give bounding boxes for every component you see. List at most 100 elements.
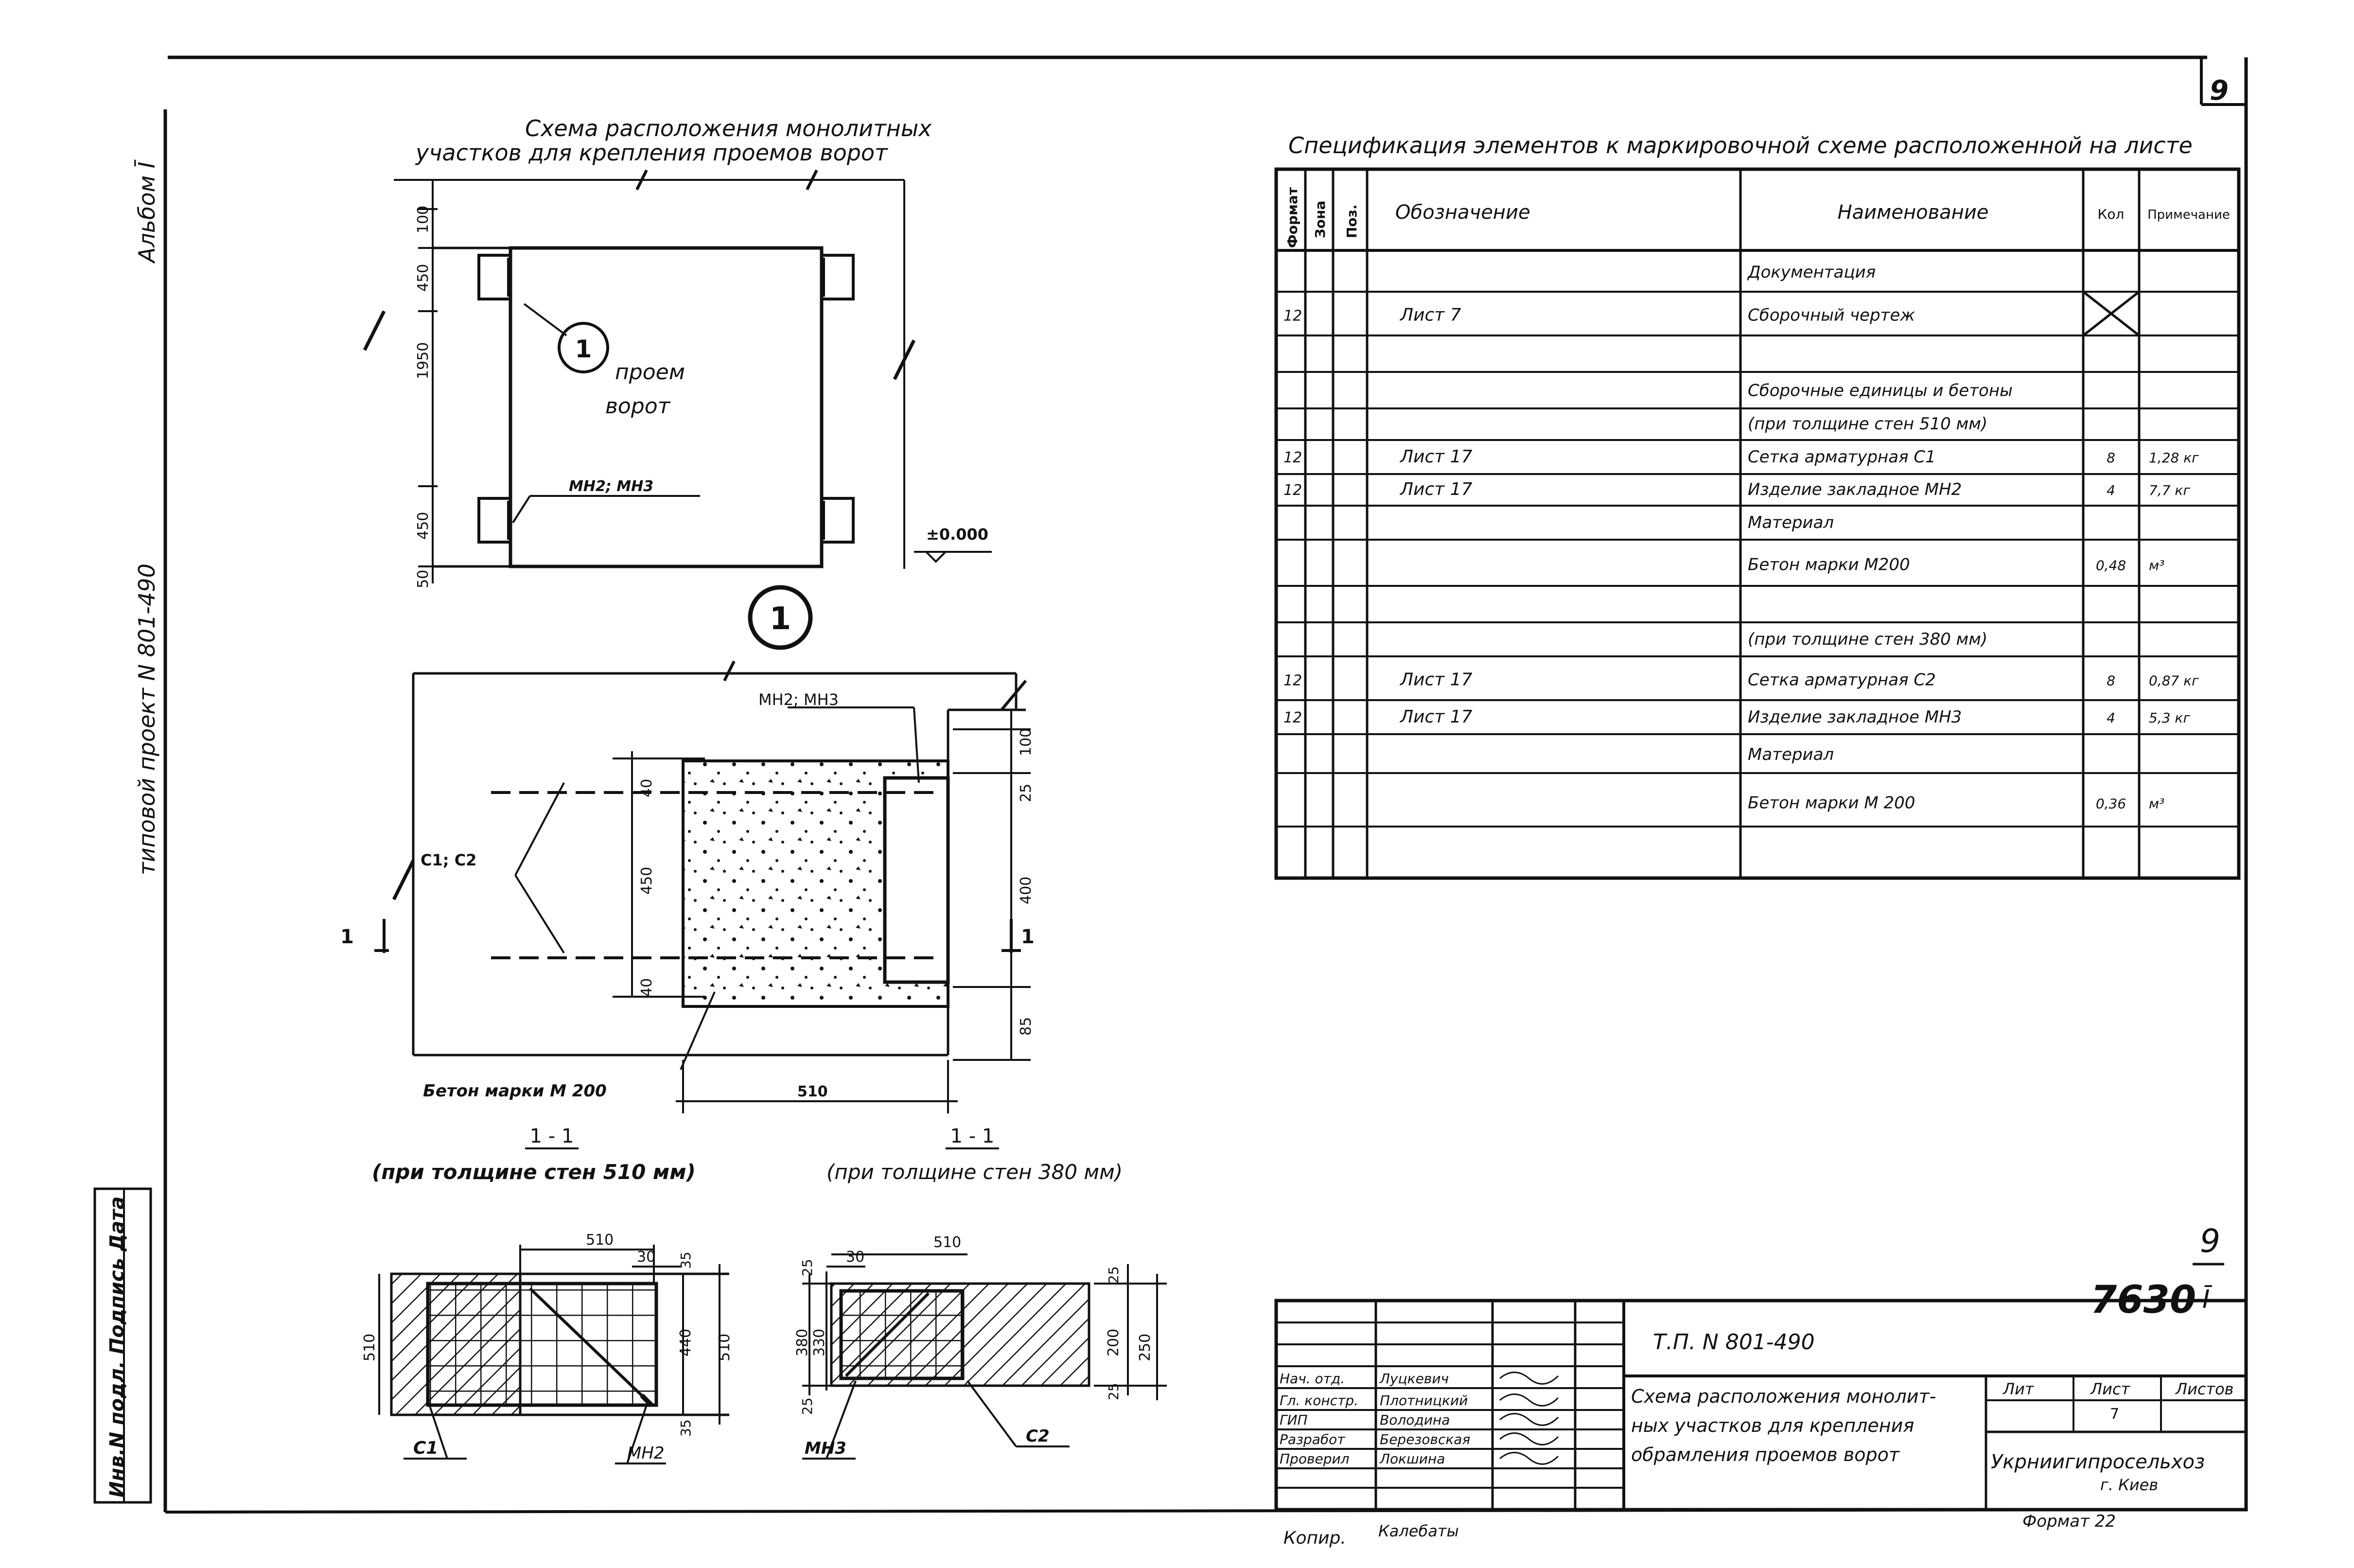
spec-title: Спецификация элементов к маркировочной с… (1288, 132, 2193, 159)
spec-cell-name: (при толщине стен 380 мм) (1748, 630, 1987, 649)
spec-cell-name: Изделие закладное МН3 (1748, 707, 1962, 727)
scheme-title-2: участков для крепления проемов ворот (415, 140, 888, 166)
svg-text:450: 450 (415, 512, 432, 540)
detail-callout (748, 585, 813, 650)
spec-cell-format: 12 (1283, 672, 1302, 689)
spec-cell-format: 12 (1283, 449, 1302, 466)
svg-text:510: 510 (586, 1232, 614, 1249)
signature-role: Нач. отд. (1280, 1371, 1345, 1387)
signature-name: Локшина (1379, 1451, 1445, 1467)
spec-cell-name: (при толщине стен 510 мм) (1748, 414, 1987, 434)
spec-table-grid (1274, 167, 2241, 880)
signature-role: ГИП (1280, 1412, 1308, 1428)
title-description-2: ных участков для крепления (1631, 1415, 1914, 1436)
title-format: Формат 22 (2022, 1512, 2116, 1531)
header-qty: Кол (2098, 206, 2125, 222)
svg-text:25: 25 (799, 1397, 815, 1415)
svg-text:40: 40 (638, 978, 655, 997)
detail-1 (374, 585, 1031, 1113)
header-name: Наименование (1838, 201, 1989, 224)
spec-cell-note: м³ (2149, 796, 2164, 812)
section-b-mesh-label: С2 (1026, 1427, 1050, 1446)
spec-cell-name: Сборочные единицы и бетоны (1748, 381, 2013, 401)
spec-cell-designation: Лист 17 (1399, 707, 1473, 727)
svg-text:Зона: Зона (1312, 201, 1328, 238)
title-description-3: обрамления проемов ворот (1631, 1444, 1900, 1465)
spec-cell-designation: Лист 17 (1399, 669, 1473, 689)
svg-text:440: 440 (677, 1329, 694, 1357)
scheme-callout (558, 322, 609, 373)
svg-text:510: 510 (797, 1083, 828, 1100)
spec-cell-qty: 4 (2107, 482, 2115, 498)
opening-label-1: проем (615, 360, 685, 385)
title-sheet-value: 7 (2110, 1406, 2119, 1423)
spec-cell-note: м³ (2149, 558, 2164, 574)
signature-name: Плотницкий (1380, 1392, 1468, 1409)
section-a-mesh-label: С1 (413, 1438, 438, 1458)
section-b-caption: (при толщине стен 380 мм) (826, 1160, 1123, 1184)
signature-mark (1499, 1393, 1559, 1407)
svg-text:450: 450 (415, 264, 432, 292)
svg-text:25: 25 (1106, 1383, 1122, 1400)
section-a-embed-label: МН2 (627, 1444, 665, 1463)
spec-cell-note: 0,87 кг (2149, 672, 2199, 688)
signature-name: Луцкевич (1379, 1371, 1449, 1387)
spec-cell-designation: Лист 17 (1399, 447, 1473, 467)
svg-text:35: 35 (678, 1251, 694, 1269)
title-sheets-label: Листов (2175, 1380, 2234, 1398)
title-lit-label: Лит (2003, 1380, 2035, 1398)
copied-label: Копир. (1283, 1528, 1346, 1548)
opening-label-2: ворот (605, 394, 671, 419)
svg-text:100: 100 (1018, 728, 1035, 756)
spec-cell-name: Материал (1748, 513, 1834, 532)
spec-cell-name: Сетка арматурная С1 (1748, 447, 1936, 467)
section-b (802, 1253, 1167, 1460)
spec-cell-qty: 8 (2107, 450, 2115, 466)
detail-concrete-label: Бетон марки М 200 (423, 1081, 607, 1101)
scheme-level: ±0.000 (926, 525, 988, 544)
svg-text:35: 35 (678, 1419, 694, 1437)
signature-name: Березовская (1380, 1431, 1470, 1447)
title-sheet-label: Лист (2090, 1380, 2130, 1398)
section-b-mark: 1 - 1 (950, 1125, 995, 1147)
svg-text:30: 30 (637, 1249, 655, 1266)
svg-text:330: 330 (811, 1329, 828, 1357)
spec-cell-name: Сборочный чертеж (1748, 305, 1915, 325)
svg-text:25: 25 (1106, 1266, 1122, 1284)
section-a-mark: 1 - 1 (530, 1125, 574, 1147)
spec-cell-name: Сетка арматурная С2 (1748, 670, 1936, 689)
svg-text:1950: 1950 (415, 342, 432, 379)
spec-cell-name: Документация (1747, 263, 1876, 282)
title-organization: Укрниигипросельхоз (1991, 1451, 2205, 1473)
spec-cell-format: 12 (1283, 709, 1302, 726)
inventory-stamp (93, 1187, 152, 1504)
detail-embed-label: МН2; МН3 (758, 690, 839, 709)
svg-text:510: 510 (933, 1234, 961, 1251)
spec-cell-name: Бетон марки М200 (1748, 555, 1910, 575)
detail-mesh-label: С1; С2 (421, 851, 476, 869)
svg-text:25: 25 (799, 1259, 815, 1276)
signature-name: Володина (1380, 1412, 1450, 1428)
sheet-code-fraction: 9 (2200, 1222, 2220, 1260)
spec-cell-qty: 8 (2107, 672, 2115, 688)
svg-text:250: 250 (1137, 1334, 1154, 1361)
scheme-embed-label: МН2; МН3 (569, 478, 653, 495)
detail-callout-number: 1 (770, 601, 791, 637)
signature-role: Гл. констр. (1280, 1392, 1358, 1409)
header-designation: Обозначение (1395, 201, 1530, 224)
title-project-code: Т.П. N 801-490 (1653, 1330, 1815, 1355)
scheme-title-1: Схема расположения монолитных (525, 115, 932, 141)
spec-cell-designation: Лист 17 (1399, 479, 1473, 499)
svg-text:40: 40 (638, 779, 655, 797)
signature-role: Разработ (1280, 1431, 1345, 1447)
spec-cell-note: 7,7 кг (2149, 482, 2190, 498)
spec-cell-qty: 0,36 (2096, 796, 2126, 812)
section-a-caption: (при толщине стен 510 мм) (372, 1160, 696, 1184)
svg-text:400: 400 (1018, 877, 1035, 904)
signature-role: Проверил (1280, 1451, 1350, 1467)
spec-cell-format: 12 (1283, 307, 1302, 324)
spec-cell-name: Материал (1748, 745, 1834, 764)
spec-cell-note: 1,28 кг (2149, 450, 2199, 466)
